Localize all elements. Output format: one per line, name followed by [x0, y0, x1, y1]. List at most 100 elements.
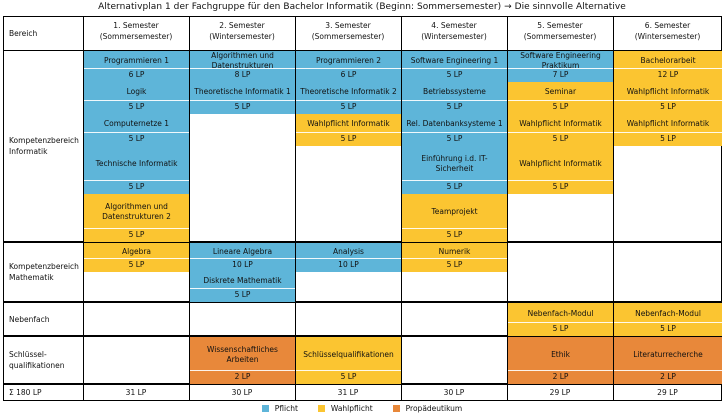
semester-number: 4. Semester [431, 21, 477, 30]
module-credits: 5 LP [340, 102, 357, 111]
cell-divider [84, 258, 189, 259]
cell-divider [190, 370, 295, 371]
module-credits: 5 LP [446, 260, 463, 269]
module-credits: 7 LP [552, 70, 569, 79]
module-cell: Literaturrecherche 2 LP [614, 337, 722, 384]
cell-divider [508, 180, 613, 181]
module-cell: Theoretische Informatik 2 5 LP [296, 82, 401, 114]
cell-divider [84, 180, 189, 181]
cell-divider [190, 258, 295, 259]
module-name: Programmieren 2 [315, 55, 382, 65]
semester-season: (Wintersemester) [209, 32, 275, 41]
module-credits: 5 LP [660, 102, 676, 111]
cell-divider [84, 68, 189, 69]
module-credits: 10 LP [338, 260, 359, 269]
semester-number: 6. Semester [644, 21, 691, 30]
cell-divider [508, 68, 613, 69]
module-credits: 5 LP [234, 102, 251, 111]
cell-divider [402, 258, 507, 259]
module-name: Numerik [438, 246, 471, 256]
grid-line [3, 383, 722, 385]
module-cell: Nebenfach-Modul 5 LP [614, 303, 722, 336]
grid-line [3, 16, 4, 400]
module-name: Nebenfach-Modul [635, 308, 701, 318]
cell-divider [614, 132, 722, 133]
semester-header: 1. Semester(Sommersemester) [83, 20, 189, 42]
grid-line [189, 16, 190, 400]
semester-header: 5. Semester (Sommersemester) [507, 20, 613, 42]
module-credits: 5 LP [128, 102, 145, 111]
grid-line [3, 241, 722, 243]
cell-divider [402, 68, 507, 69]
module-credits: 5 LP [660, 134, 676, 143]
module-credits: 5 LP [446, 230, 463, 239]
module-name: Technische Informatik [95, 159, 178, 168]
module-name: Rel. Datenbanksysteme 1 [406, 119, 503, 128]
semester-header: 4. Semester(Wintersemester) [401, 20, 507, 42]
module-name: Algorithmen und Datenstrukturen [211, 51, 274, 70]
module-name: Einführung i.d. IT-Sicherheit [421, 154, 488, 173]
cell-divider [296, 370, 401, 371]
module-name: Schlüsselqualifikationen [303, 349, 394, 359]
module-credits: 10 LP [232, 260, 253, 269]
row-label-line: qualifikationen [9, 361, 65, 370]
cell-divider [296, 68, 401, 69]
module-name: Analysis [333, 246, 364, 256]
module-name: Wahlpflicht Informatik [626, 87, 710, 96]
semester-number: 5. Semester [537, 21, 583, 30]
module-cell: Numerik 5 LP [402, 243, 507, 272]
module-credits: 2 LP [660, 372, 676, 381]
semester-number: 1. Semester [113, 21, 159, 30]
legend-swatch [392, 405, 400, 412]
module-cell: Wahlpflicht Informatik 5 LP [296, 114, 401, 146]
cell-divider [190, 288, 295, 289]
module-name: Nebenfach-Modul [527, 308, 594, 318]
module-cell: Logik 5 LP [84, 82, 189, 114]
module-name: Literaturrecherche [633, 349, 703, 359]
semester-total: 30 LP [231, 388, 253, 397]
module-credits: 5 LP [660, 324, 676, 333]
cell-divider [508, 132, 613, 133]
legend-label: Pflicht [274, 404, 298, 413]
total-label: Σ 180 LP [9, 388, 42, 397]
module-credits: 8 LP [234, 70, 251, 79]
module-credits: 5 LP [340, 134, 357, 143]
module-cell: Wahlpflicht Informatik 5 LP [614, 82, 722, 114]
legend-label: Wahlpflicht [330, 404, 373, 413]
module-credits: 2 LP [552, 372, 569, 381]
legend-swatch [261, 405, 269, 412]
semester-season: (Sommersemester) [311, 32, 385, 41]
module-credits: 5 LP [446, 102, 463, 111]
module-name: Theoretische Informatik 2 [300, 87, 397, 96]
semester-number: 3. Semester [325, 21, 371, 30]
module-name: Logik [126, 87, 147, 96]
cell-divider [84, 132, 189, 133]
cell-divider [296, 258, 401, 259]
grid-line [3, 301, 722, 303]
module-name: Wahlpflicht Informatik [307, 119, 390, 128]
row-label-line: Kompetenzbereich [9, 136, 79, 145]
semester-season: (Wintersemester) [634, 32, 701, 41]
module-name: Computernetze 1 [103, 119, 170, 128]
module-name: Wahlpflicht Informatik [519, 119, 602, 128]
semester-total: 29 LP [549, 388, 571, 397]
module-credits: 5 LP [552, 102, 569, 111]
header-bereich: Bereich [9, 29, 38, 38]
module-name: Theoretische Informatik 1 [194, 87, 291, 96]
module-cell: Theoretische Informatik 1 5 LP [190, 82, 295, 114]
semester-season: (Sommersemester) [523, 32, 597, 41]
cell-divider [190, 68, 295, 69]
module-credits: 5 LP [446, 70, 463, 79]
